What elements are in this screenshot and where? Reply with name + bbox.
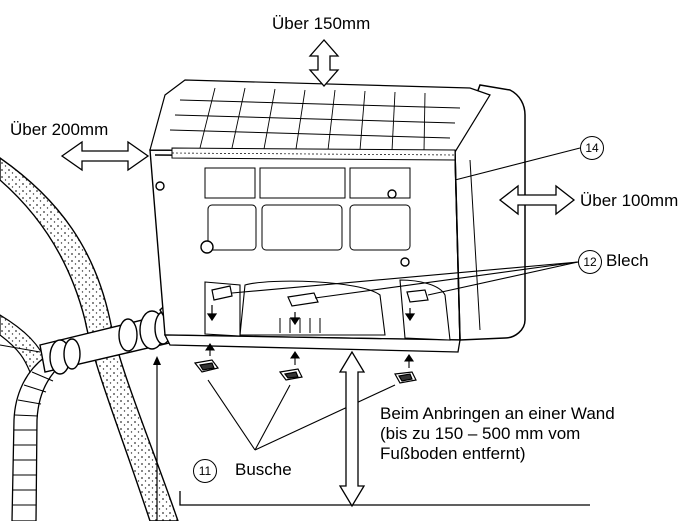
top-grille: [149, 79, 491, 161]
part-14-leader-line: [454, 147, 581, 181]
blech-plates: [211, 285, 429, 307]
busche-leader-lines: [207, 379, 396, 451]
part-11-label: Busche: [235, 460, 292, 479]
wall-mount-note: Beim Anbringen an einer Wand (bis zu 150…: [380, 404, 615, 464]
top-clearance-arrow: [308, 39, 340, 87]
wall-note-line1: Beim Anbringen an einer Wand: [380, 404, 615, 423]
part-12-callout: 12: [578, 250, 602, 274]
busche-arrows: [204, 343, 415, 368]
right-clearance-arrow: [498, 184, 576, 216]
left-leader-line: [0, 344, 41, 353]
floor-line: [179, 491, 590, 506]
plate-arrows: [206, 305, 416, 326]
corrugated-hose: [11, 356, 66, 522]
wall-note-line3: Fußboden entfernt): [380, 444, 526, 463]
part-14-callout: 14: [580, 136, 604, 160]
blech-leader-lines: [231, 261, 579, 299]
top-clearance-label: Über 150mm: [272, 14, 371, 33]
part-12-label: Blech: [606, 251, 649, 270]
busche-parts: [193, 359, 417, 384]
part-11-callout: 11: [193, 459, 217, 483]
wall-note-line2: (bis zu 150 – 500 mm vom: [380, 424, 581, 443]
right-clearance-label: Über 100mm: [580, 191, 679, 210]
height-clearance-arrow: [338, 350, 366, 508]
left-clearance-label: Über 200mm: [10, 120, 109, 139]
left-clearance-arrow: [60, 140, 150, 172]
